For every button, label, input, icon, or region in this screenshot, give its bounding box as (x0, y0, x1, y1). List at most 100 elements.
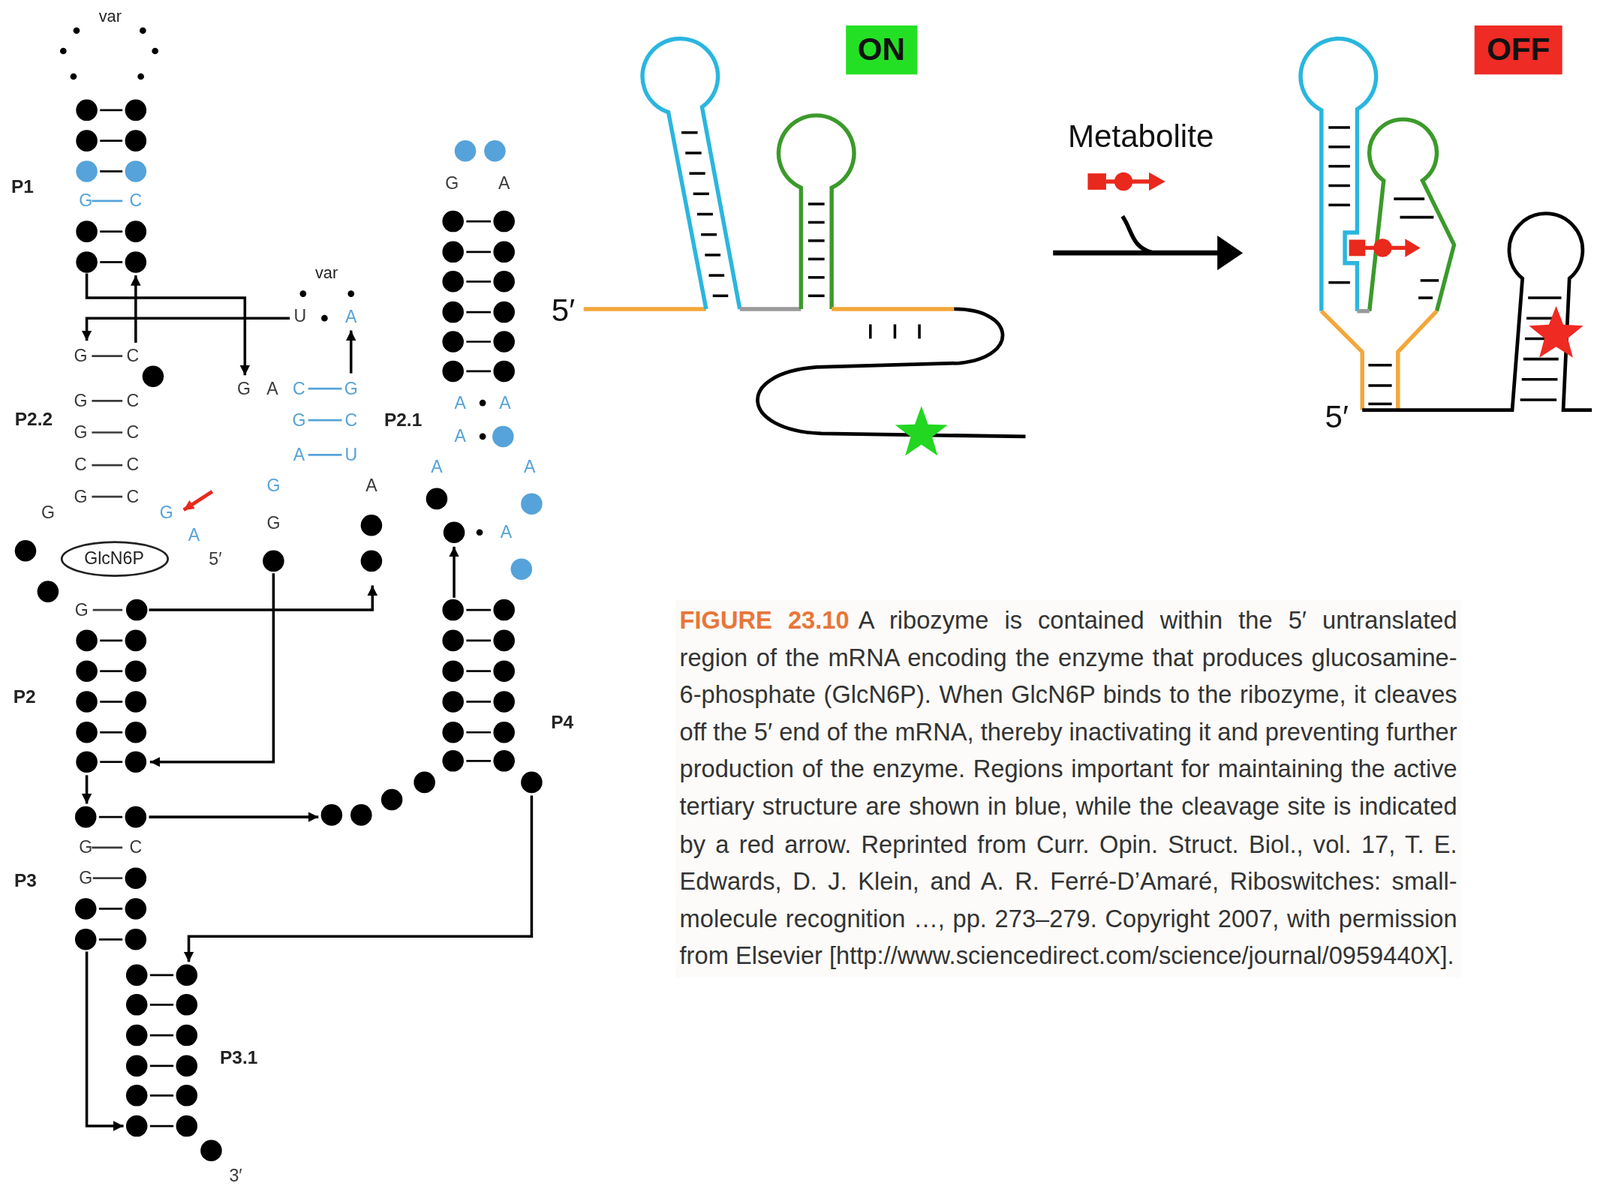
base-pair-tick (1393, 197, 1425, 201)
nucleotide-letter: 5′ (208, 550, 222, 569)
nucleotide-dot (75, 630, 98, 653)
node-text: OFF (1486, 31, 1550, 68)
pair-bond (466, 250, 491, 253)
base-pair-tick (1368, 403, 1392, 407)
pair-dot (476, 529, 484, 536)
figure-number: FIGURE 23.10 (679, 606, 850, 635)
nucleotide-letter: A (365, 477, 377, 495)
grey-linker (739, 306, 802, 311)
nucleotide-dot (493, 301, 515, 324)
nucleotide-dot (442, 301, 464, 324)
pair-bond (466, 220, 491, 223)
nucleotide-dot (176, 1115, 199, 1138)
nucleotide-dot (126, 1115, 148, 1138)
mrna-strand (757, 309, 1026, 437)
helix-label: P3 (14, 871, 37, 890)
node-text: ON (857, 31, 906, 68)
nucleotide-letter: C (126, 424, 139, 442)
pair-bond (91, 431, 123, 434)
pair-bond (99, 108, 123, 112)
star-marker (895, 406, 948, 456)
pair-dot (139, 27, 147, 34)
nucleotide-letter: G (291, 412, 306, 430)
metabolite-icon (1404, 238, 1420, 257)
base-pair-tick (1328, 165, 1351, 169)
nucleotide-dot (493, 691, 515, 713)
base-pair-tick (808, 276, 825, 280)
pair-bond (93, 609, 123, 612)
nucleotide-dot (75, 898, 97, 921)
pair-bond (466, 700, 491, 704)
base-pair-tick (1328, 204, 1351, 208)
nucleotide-letter: A (523, 458, 536, 476)
nucleotide-letter: C (129, 192, 142, 210)
nucleotide-dot (442, 750, 464, 773)
nucleotide-dot (442, 721, 464, 744)
nucleotide-dot (520, 493, 543, 515)
nucleotide-dot (442, 241, 464, 264)
nucleotide-letter: C (344, 412, 358, 430)
orange-strand (583, 306, 707, 311)
nucleotide-letter: C (126, 347, 139, 365)
helix-label: P4 (550, 712, 574, 731)
nucleotide-letter: G (445, 174, 459, 193)
pair-bond (308, 454, 343, 457)
pair-bond (466, 731, 491, 734)
metabolite-icon (1349, 240, 1366, 257)
pair-bond (466, 370, 491, 373)
nucleotide-dot (493, 270, 515, 293)
pair-bond (93, 877, 123, 880)
node-text: GlcN6P (84, 549, 145, 570)
nucleotide-letter: A (500, 523, 512, 542)
nucleotide-letter: G (73, 424, 88, 442)
nucleotide-dot (125, 630, 148, 653)
metabolite-icon (1114, 172, 1133, 191)
nucleotide-dot (125, 898, 148, 921)
pair-bond (150, 1094, 174, 1098)
nucleotide-dot (75, 751, 98, 773)
nucleotide-dot (442, 360, 464, 383)
nucleotide-dot (125, 721, 148, 744)
nucleotide-dot (75, 721, 98, 744)
base-pair-tick (1328, 126, 1351, 130)
base-pair-tick (712, 294, 728, 298)
nucleotide-letter: G (344, 379, 358, 397)
nucleotide-dot (125, 251, 148, 274)
pair-bond (91, 400, 123, 403)
base-pair-tick (697, 213, 713, 217)
nucleotide-dot (125, 160, 148, 183)
nucleotide-letter: C (126, 392, 139, 410)
nucleotide-dot (126, 994, 148, 1017)
nucleotide-dot (413, 772, 436, 794)
base-pair-tick (1521, 378, 1558, 382)
nucleotide-dot (176, 1025, 199, 1047)
pair-bond (99, 640, 123, 643)
pair-bond (99, 760, 123, 764)
state-badge: OFF (1474, 25, 1563, 75)
pair-bond (99, 908, 123, 911)
nucleotide-dot (442, 270, 464, 293)
pair-bond (150, 1065, 174, 1068)
grey-linker (1356, 309, 1369, 313)
base-pair-tick (808, 221, 825, 225)
ellipse-outline (61, 542, 168, 577)
nucleotide-dot (125, 220, 148, 243)
nucleotide-letter: G (73, 392, 88, 410)
pair-bond (91, 847, 123, 850)
pair-bond (99, 731, 123, 734)
nucleotide-letter: G (237, 379, 251, 397)
base-pair-tick (688, 171, 705, 175)
reaction-arrow (1217, 235, 1243, 271)
nucleotide-dot (442, 210, 464, 233)
nucleotide-letter: C (74, 456, 88, 474)
nucleotide-dot (126, 965, 148, 987)
pair-bond (308, 419, 343, 422)
nucleotide-dot (493, 599, 515, 622)
diagram-label: Metabolite (1067, 120, 1214, 153)
pair-dot (321, 315, 328, 322)
pair-bond (466, 609, 491, 612)
pair-dot (299, 290, 307, 298)
nucleotide-letter: A (266, 379, 278, 397)
pair-bond (91, 464, 123, 467)
nucleotide-dot (126, 1085, 148, 1107)
